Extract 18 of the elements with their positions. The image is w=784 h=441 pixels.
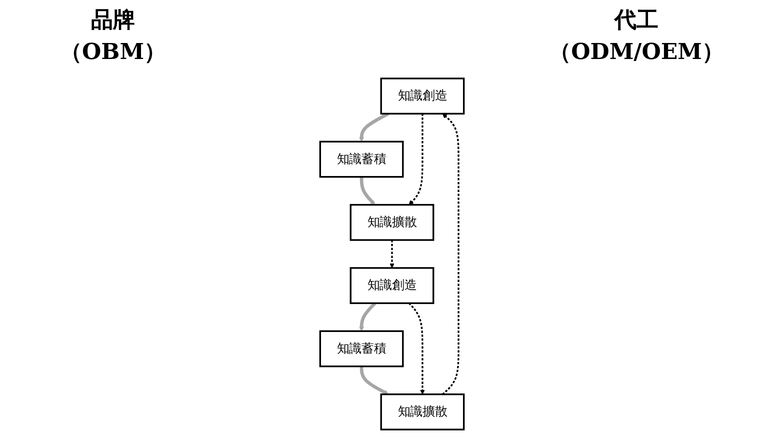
arrow (390, 240, 394, 268)
node-box: 知識擴散 (380, 393, 465, 430)
column-heading: （OBM） (60, 38, 166, 67)
arrow (408, 302, 425, 395)
column-heading: 代工 (614, 6, 659, 35)
node-box: 知識蓄積 (319, 140, 404, 178)
arrow (360, 176, 376, 206)
column-heading: （ODM/OEM） (549, 38, 724, 67)
node-box: 知識擴散 (350, 204, 434, 241)
arrow (359, 112, 390, 142)
node-box: 知識蓄積 (319, 330, 404, 368)
node-box: 知識創造 (380, 78, 465, 115)
column-heading: 品牌 (91, 6, 136, 35)
arrow (408, 114, 424, 206)
arrow (442, 113, 460, 395)
node-box: 知識創造 (350, 267, 434, 304)
arrow (360, 366, 389, 395)
arrow (359, 302, 376, 332)
